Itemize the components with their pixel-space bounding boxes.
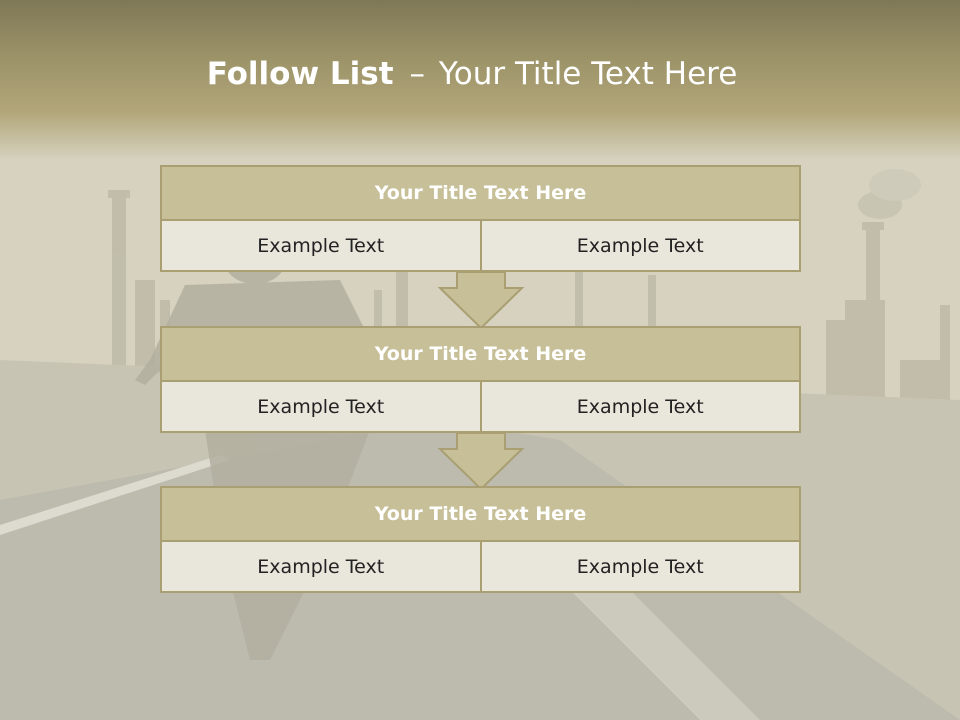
block-cell-left: Example Text (160, 542, 482, 593)
list-block: Your Title Text Here Example Text Exampl… (160, 165, 801, 272)
block-cell-right: Example Text (481, 221, 801, 272)
down-arrow-icon (437, 432, 525, 491)
page-title: Follow List– Your Title Text Here (0, 56, 944, 92)
block-cell-right: Example Text (481, 542, 801, 593)
title-rest: Your Title Text Here (438, 56, 738, 92)
title-strong: Follow List (206, 56, 394, 92)
title-band (0, 0, 960, 160)
block-title: Your Title Text Here (160, 165, 801, 221)
list-block: Your Title Text Here Example Text Exampl… (160, 486, 801, 593)
block-cell-right: Example Text (481, 382, 801, 433)
block-cell-left: Example Text (160, 221, 482, 272)
block-row: Example Text Example Text (160, 221, 801, 272)
block-row: Example Text Example Text (160, 382, 801, 433)
block-title: Your Title Text Here (160, 486, 801, 542)
down-arrow-icon (437, 271, 525, 330)
title-separator: – (409, 56, 426, 92)
block-cell-left: Example Text (160, 382, 482, 433)
block-title: Your Title Text Here (160, 326, 801, 382)
block-row: Example Text Example Text (160, 542, 801, 593)
list-block: Your Title Text Here Example Text Exampl… (160, 326, 801, 433)
